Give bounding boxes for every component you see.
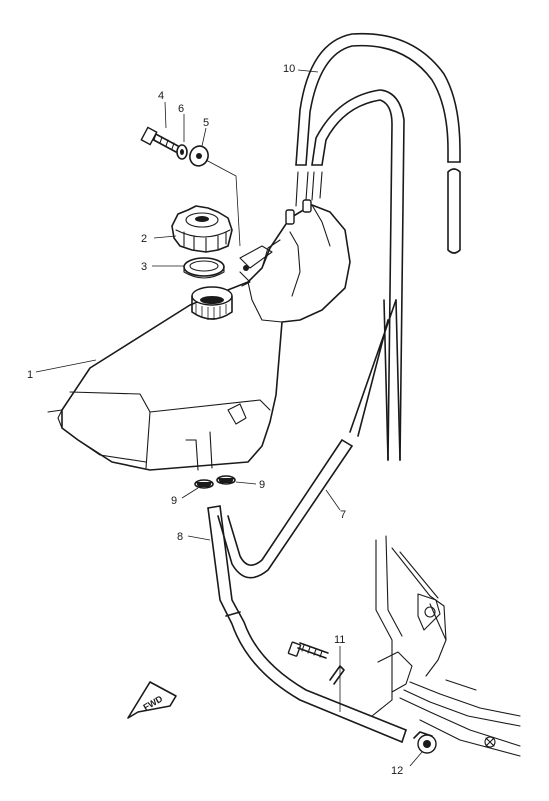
- callout-9-right: 9: [259, 479, 265, 491]
- frame-section: [371, 535, 521, 757]
- callout-6: 6: [178, 103, 184, 115]
- lock-washer: [176, 144, 188, 160]
- hose-retainer-clip: [329, 665, 345, 685]
- hose-clip-left: [194, 479, 214, 489]
- mounting-bolt: [140, 126, 179, 153]
- cap-gasket: [183, 257, 225, 279]
- callout-11: 11: [334, 634, 345, 646]
- callout-9-left: 9: [171, 495, 177, 507]
- frame-screw: [287, 641, 329, 659]
- hose-clip-right: [216, 475, 236, 485]
- hose-fitting: [413, 731, 437, 754]
- callout-4: 4: [158, 90, 164, 102]
- callout-1: 1: [27, 369, 33, 381]
- leader-lines: [35, 69, 423, 767]
- fuel-tank: [47, 199, 351, 471]
- callout-12: 12: [391, 765, 403, 777]
- callout-7: 7: [340, 509, 346, 521]
- callout-5: 5: [203, 117, 209, 129]
- filler-neck: [191, 286, 233, 320]
- fuel-cap: [171, 205, 233, 253]
- callout-10: 10: [283, 63, 295, 75]
- callout-8: 8: [177, 531, 183, 543]
- forward-direction-marker: FWD: [127, 681, 177, 719]
- assembly-leader: [205, 159, 241, 247]
- callout-3: 3: [141, 261, 147, 273]
- callout-2: 2: [141, 233, 147, 245]
- overflow-hose: [217, 299, 401, 579]
- breather-hose: [295, 32, 461, 461]
- fuel-hose: [207, 505, 407, 743]
- arrow-icon: [127, 681, 177, 719]
- flat-washer: [189, 145, 209, 167]
